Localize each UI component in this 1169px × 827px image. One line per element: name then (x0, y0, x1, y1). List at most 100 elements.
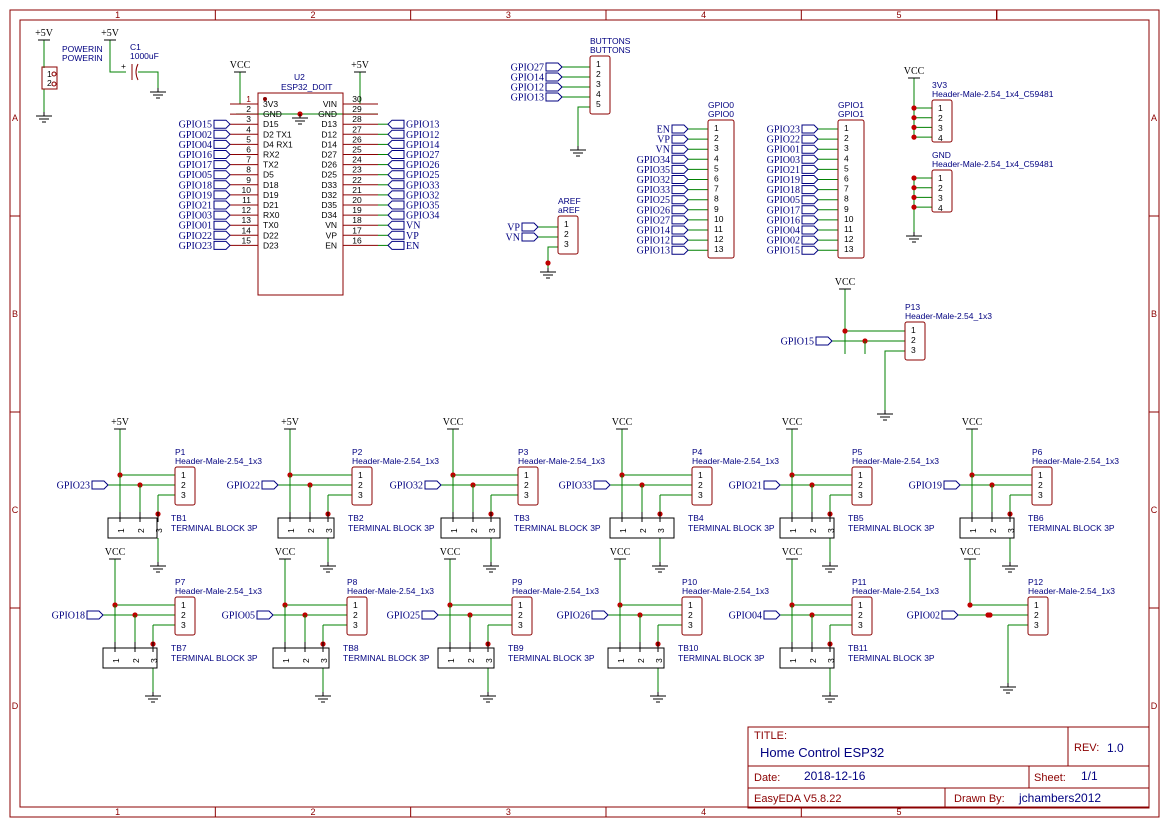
column-label-top: 4 (701, 10, 706, 20)
net-flag (801, 205, 819, 215)
pin-number: 2 (1038, 480, 1043, 490)
net-label: VP (657, 134, 689, 146)
net-flag (815, 336, 833, 346)
pin-number: 1 (688, 600, 693, 610)
net-name: VN (656, 145, 670, 156)
pin-number: 2 (246, 104, 251, 114)
net-flag (671, 215, 689, 225)
net-label: GPIO14 (511, 72, 563, 84)
net-label: GPIO22 (767, 134, 819, 146)
terminal-pin-number: 1 (286, 528, 296, 533)
terminal-value: TERMINAL BLOCK 3P (171, 653, 258, 663)
ref-designator: P2 (352, 447, 363, 457)
ref-designator: P12 (1028, 577, 1043, 587)
net-name: GPIO04 (179, 140, 212, 151)
net-name: VP (657, 135, 670, 146)
net-flag (86, 610, 104, 620)
row-label-left: A (12, 113, 18, 123)
ground-symbol (315, 692, 331, 703)
terminal-block-body (437, 647, 495, 669)
ground-symbol (292, 114, 308, 125)
ref-designator: P4 (692, 447, 703, 457)
pin-number: 9 (246, 175, 251, 185)
pin-number: 2 (688, 610, 693, 620)
ground-symbol (652, 562, 668, 573)
terminal-block-body (779, 647, 835, 669)
net-flag (941, 610, 959, 620)
part-value: Header-Male-2.54_1x3 (175, 456, 262, 466)
pin-number: 3 (714, 143, 719, 153)
net-label: VN (387, 220, 420, 232)
net-label: GPIO18 (52, 610, 104, 622)
header-body (351, 466, 373, 506)
net-label: GPIO14 (637, 225, 689, 237)
junction-dot (911, 185, 917, 191)
power-label: VCC (904, 66, 925, 77)
net-flag (801, 134, 819, 144)
net-name: GPIO19 (179, 190, 212, 201)
net-name: GPIO26 (637, 205, 670, 216)
pin-number: 7 (714, 184, 719, 194)
net-label: GPIO15 (179, 119, 231, 131)
net-flag (387, 230, 405, 240)
net-label: GPIO05 (767, 195, 819, 206)
net-label: GPIO25 (387, 610, 439, 622)
net-flag (671, 235, 689, 245)
pin-number: 12 (714, 234, 724, 244)
power-label: VCC (612, 417, 633, 428)
net-flag (261, 480, 279, 490)
pin-number: 9 (844, 204, 849, 214)
pin-number: 2 (938, 113, 943, 123)
net-label: GPIO02 (907, 610, 959, 622)
terminal-pin-number: 2 (136, 528, 146, 533)
net-flag (671, 124, 689, 134)
ground-symbol (320, 562, 336, 573)
net-name: GPIO35 (637, 165, 670, 176)
net-name: GPIO21 (179, 201, 212, 212)
pin-number: 1 (938, 103, 943, 113)
net-label: GPIO23 (179, 240, 231, 252)
net-label: GPIO32 (637, 175, 689, 186)
net-label: GPIO19 (767, 175, 819, 186)
pin-number: 5 (844, 163, 849, 173)
net-label: GPIO05 (179, 170, 231, 181)
ground-symbol (150, 562, 166, 573)
net-flag (421, 610, 439, 620)
terminal-value: TERMINAL BLOCK 3P (688, 523, 775, 533)
net-label: GPIO18 (179, 180, 231, 191)
power-label: +5V (111, 417, 130, 428)
pin-name: D15 (263, 119, 279, 129)
net-label: GPIO05 (222, 610, 274, 622)
esp32-body (257, 92, 344, 296)
net-name: GPIO14 (637, 226, 670, 237)
pin-number: 9 (714, 204, 719, 214)
net-label: GPIO16 (767, 215, 819, 226)
net-name: GPIO32 (390, 481, 423, 492)
terminal-value: TERMINAL BLOCK 3P (848, 653, 935, 663)
net-name: GPIO33 (406, 180, 439, 191)
terminal-ref: TB6 (1028, 513, 1044, 523)
power-label: VCC (835, 277, 856, 288)
pin-number: 26 (352, 134, 362, 144)
net-name: GPIO23 (179, 241, 212, 252)
pin-number: 2 (564, 229, 569, 239)
ground-symbol (150, 88, 166, 99)
terminal-pin-number: 1 (116, 528, 126, 533)
pin-name: D13 (321, 119, 337, 129)
net-flag (671, 225, 689, 235)
net-name: GPIO35 (406, 201, 439, 212)
column-label-bottom: 2 (310, 807, 315, 817)
junction-dot (985, 612, 991, 618)
pin-number: 29 (352, 104, 362, 114)
pin-number: 15 (242, 235, 252, 245)
part-value: GPIO0 (708, 109, 734, 119)
pin-number: 11 (844, 224, 853, 234)
terminal-value: TERMINAL BLOCK 3P (678, 653, 765, 663)
junction-dot (545, 260, 551, 266)
net-flag (387, 200, 405, 210)
pin-name: D34 (321, 210, 337, 220)
